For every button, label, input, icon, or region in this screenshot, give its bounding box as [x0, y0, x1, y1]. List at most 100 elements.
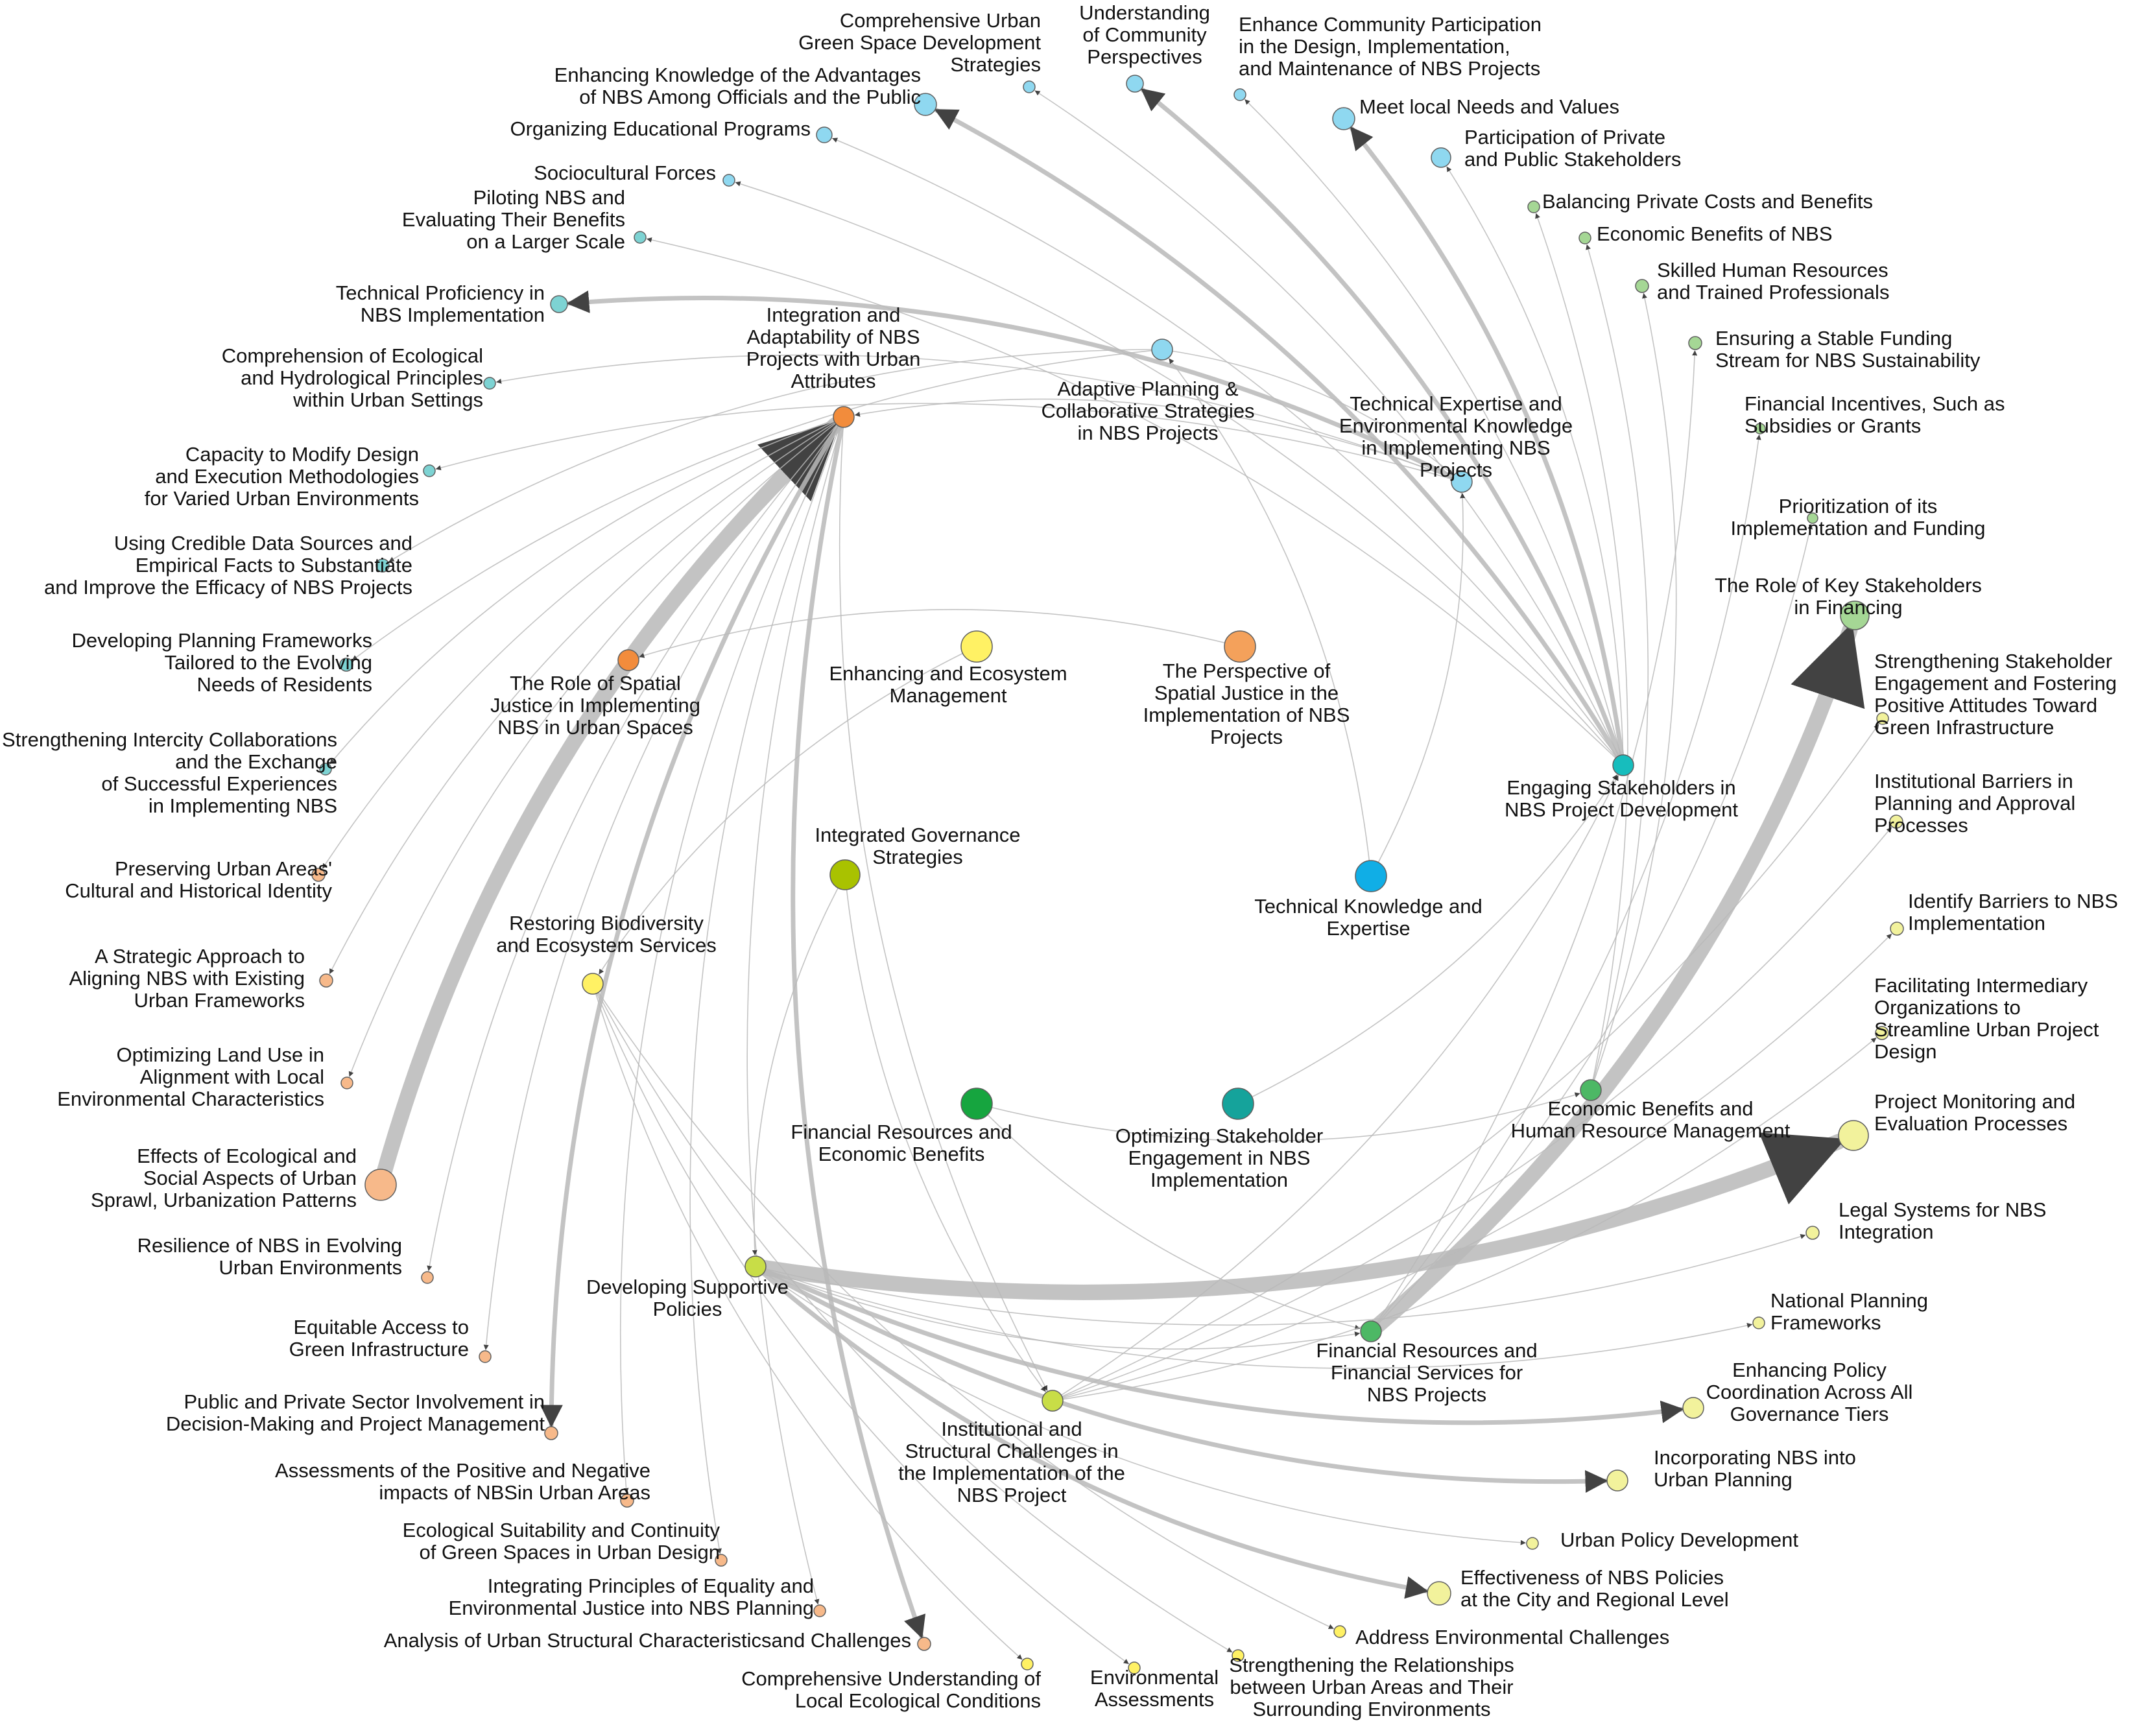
- developing-supportive-policies-node[interactable]: [744, 1255, 767, 1278]
- participation-private-public-node[interactable]: [1431, 147, 1451, 168]
- project-monitoring-node[interactable]: [1838, 1120, 1869, 1151]
- technical-knowledge-expertise-node[interactable]: [1355, 860, 1387, 892]
- institutional-barriers-node[interactable]: [1889, 814, 1903, 829]
- piloting-nbs-node[interactable]: [634, 231, 647, 244]
- intercity-collaborations-node[interactable]: [319, 763, 332, 776]
- financial-resources-economic-node[interactable]: [960, 1088, 993, 1120]
- assessments-impacts-node[interactable]: [620, 1493, 634, 1508]
- engaging-stakeholders-node[interactable]: [1612, 754, 1634, 776]
- meet-local-needs-node[interactable]: [1332, 107, 1355, 130]
- incorporating-nbs-planning-node[interactable]: [1606, 1469, 1628, 1492]
- credible-data-sources-node[interactable]: [375, 558, 390, 573]
- strengthening-relationships-node[interactable]: [1232, 1649, 1245, 1662]
- enhancing-ecosystem-management-node[interactable]: [960, 630, 993, 663]
- integrating-equality-node[interactable]: [813, 1604, 826, 1617]
- understanding-community-perspectives-node[interactable]: [1126, 75, 1144, 93]
- edge-n14-n30: [329, 416, 844, 765]
- comprehension-ecological-principles-node[interactable]: [483, 377, 496, 390]
- enhancing-policy-coordination-node[interactable]: [1682, 1397, 1704, 1419]
- organizing-educational-programs-node[interactable]: [816, 126, 833, 143]
- optimizing-stakeholder-engagement-node[interactable]: [1222, 1088, 1254, 1120]
- legal-systems-node[interactable]: [1805, 1226, 1820, 1240]
- edge-n29-n11: [646, 237, 1624, 766]
- balancing-private-costs-node[interactable]: [1527, 200, 1540, 213]
- role-spatial-justice-node[interactable]: [617, 649, 639, 671]
- analysis-urban-structural-node[interactable]: [917, 1637, 931, 1651]
- preserving-urban-identity-node[interactable]: [311, 868, 326, 882]
- national-planning-frameworks-node[interactable]: [1752, 1316, 1765, 1329]
- facilitating-intermediary-node[interactable]: [1875, 1026, 1889, 1040]
- edge-n25-n36: [599, 646, 977, 975]
- environmental-assessments-node[interactable]: [1128, 1661, 1141, 1674]
- effects-urban-sprawl-node[interactable]: [364, 1169, 397, 1201]
- urban-policy-development-node[interactable]: [1526, 1537, 1539, 1550]
- edge-n40-n49: [976, 1103, 1361, 1330]
- integrated-governance-node[interactable]: [829, 859, 861, 890]
- role-key-stakeholders-node[interactable]: [1840, 600, 1870, 630]
- balancing-private-costs-label: Balancing Private Costs and Benefits: [1542, 190, 1873, 213]
- meet-local-needs-label: Meet local Needs and Values: [1359, 95, 1619, 118]
- technical-expertise-knowledge-node[interactable]: [1451, 471, 1473, 493]
- edge-n36-n64: [592, 983, 1233, 1653]
- restoring-biodiversity-node[interactable]: [582, 973, 604, 995]
- capacity-modify-design-node[interactable]: [423, 464, 436, 477]
- identify-barriers-node[interactable]: [1890, 922, 1904, 936]
- resilience-nbs-node[interactable]: [421, 1271, 434, 1284]
- public-private-involvement-node[interactable]: [544, 1426, 558, 1440]
- comprehensive-ecological-conditions-node[interactable]: [1021, 1658, 1034, 1671]
- comprehensive-urban-green-space-node[interactable]: [1023, 80, 1036, 93]
- enhance-community-participation-node[interactable]: [1233, 88, 1246, 101]
- integration-adaptability-node[interactable]: [833, 406, 855, 428]
- optimizing-land-use-node[interactable]: [340, 1076, 353, 1089]
- edge-n52-n31: [1052, 827, 1892, 1401]
- enhancing-knowledge-advantages-node[interactable]: [914, 93, 937, 116]
- adaptive-planning-label: Adaptive Planning &Collaborative Strateg…: [1041, 377, 1254, 444]
- skilled-human-resources-node[interactable]: [1635, 279, 1649, 293]
- economic-benefits-of-nbs-node[interactable]: [1578, 232, 1591, 244]
- effectiveness-nbs-policies-node[interactable]: [1427, 1581, 1451, 1606]
- institutional-structural-challenges-node[interactable]: [1042, 1390, 1064, 1412]
- perspective-spatial-justice-node[interactable]: [1224, 630, 1256, 663]
- adaptive-planning-node[interactable]: [1151, 339, 1173, 361]
- technical-proficiency-node[interactable]: [550, 295, 568, 313]
- financial-resources-services-node[interactable]: [1360, 1320, 1382, 1342]
- sociocultural-forces-node[interactable]: [722, 174, 735, 187]
- financial-incentives-node[interactable]: [1754, 423, 1766, 434]
- ecological-suitability-node[interactable]: [715, 1554, 728, 1567]
- edge-n47-n54: [753, 1264, 1608, 1493]
- prioritization-implementation-node[interactable]: [1807, 512, 1818, 524]
- equitable-access-node[interactable]: [479, 1350, 492, 1363]
- edge-n41-n29: [1237, 774, 1617, 1104]
- planning-frameworks-node[interactable]: [339, 658, 353, 672]
- address-environmental-challenges-node[interactable]: [1333, 1625, 1346, 1638]
- strategic-approach-node[interactable]: [319, 973, 333, 988]
- strengthening-stakeholder-engagement-node[interactable]: [1876, 712, 1889, 725]
- organizing-educational-programs-label: Organizing Educational Programs: [510, 117, 811, 140]
- edge-n47-n51: [753, 1264, 1684, 1425]
- economic-benefits-of-nbs-label: Economic Benefits of NBS: [1597, 222, 1833, 245]
- edge-n49-n15: [1370, 350, 1698, 1332]
- economic-benefits-human-resource-node[interactable]: [1580, 1079, 1602, 1101]
- edge-n29-n2: [1140, 87, 1626, 768]
- edge-n36-n60: [592, 983, 1334, 1630]
- edge-n16-n19: [1161, 349, 1453, 475]
- stable-funding-node[interactable]: [1688, 336, 1702, 350]
